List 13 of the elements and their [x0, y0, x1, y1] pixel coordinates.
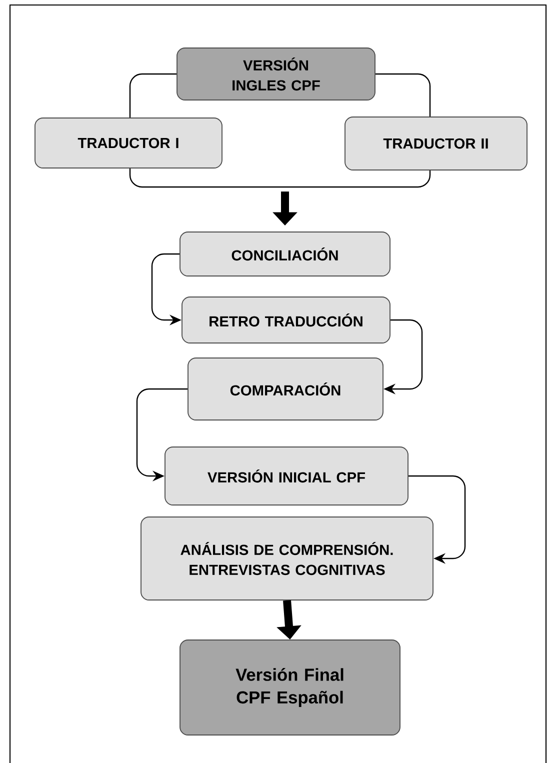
process-box: ANÁLISIS DE COMPRENSIÓN. ENTREVISTAS COGNITIVAS — [140, 516, 434, 600]
process-box: TRADUCTOR II — [344, 116, 528, 170]
process-box: VERSIÓN INGLES CPF — [176, 48, 376, 100]
process-box: CONCILIACIÓN — [180, 232, 390, 276]
process-box: RETRO TRADUCCIÓN — [182, 296, 390, 344]
curved-arrow — [408, 475, 466, 564]
connector-line — [129, 73, 177, 118]
process-box: TRADUCTOR I — [34, 118, 222, 168]
connector-line — [129, 168, 431, 188]
connector-line — [375, 73, 431, 117]
process-box: Versión Final CPF Español — [180, 640, 400, 736]
process-box: COMPARACIÓN — [188, 358, 384, 420]
process-box: VERSIÓN INICIAL CPF — [164, 446, 408, 506]
